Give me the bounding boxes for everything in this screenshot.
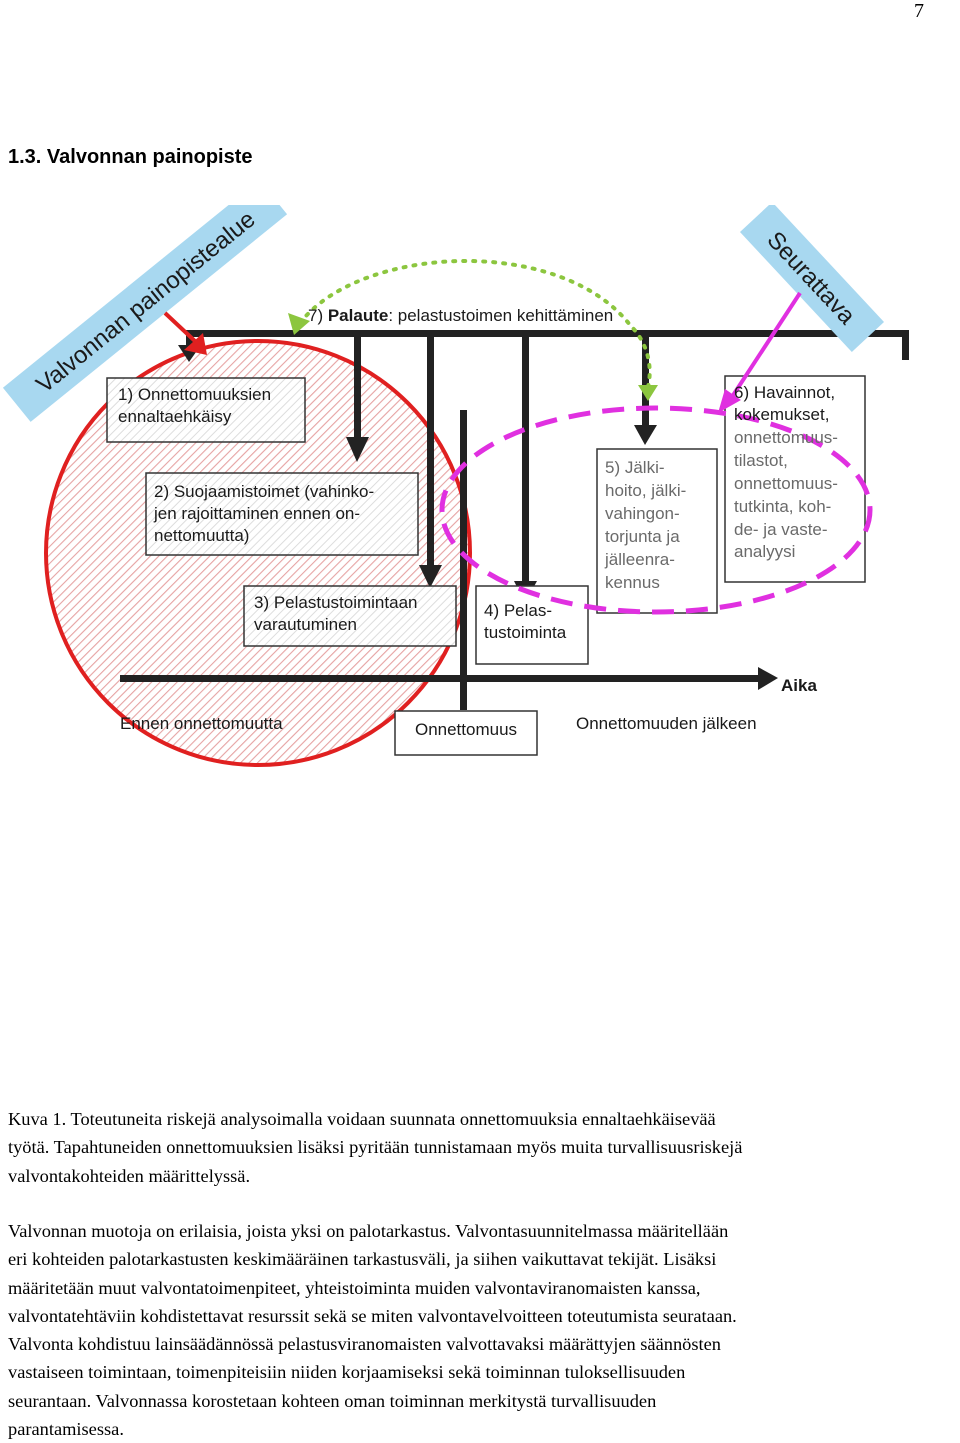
box-observations-text-secondary: onnettomuus- tilastot, onnettomuus- tutk… <box>734 428 843 561</box>
body-line: Valvonnan muotoja on erilaisia, joista y… <box>8 1221 729 1241</box>
box-observations-text-primary: 6) Havainnot, kokemukset, <box>734 383 840 424</box>
caption-line: Kuva 1. Toteutuneita riskejä analysoimal… <box>8 1109 716 1129</box>
followup-pointer-arrow <box>726 291 802 405</box>
box-rescue <box>475 585 589 665</box>
box-accident <box>394 710 538 756</box>
accident-line <box>460 410 467 710</box>
figure-caption: Kuva 1. Toteutuneita riskejä analysoimal… <box>8 1105 953 1190</box>
time-label: Aika <box>781 676 817 695</box>
feedback-label: 7) Palaute: pelastustoimen kehittäminen <box>308 306 613 325</box>
box-preparedness-text: 3) Pelastustoimintaan varautuminen <box>254 593 422 634</box>
box-preparedness <box>243 585 457 647</box>
time-axis-arrowhead <box>758 667 778 690</box>
caption-line: valvontakohteiden määrittelyssä. <box>8 1165 251 1186</box>
arrow-to-box3 <box>419 565 442 588</box>
body-line: parantamisessa. <box>8 1419 124 1440</box>
body-line: eri kohteiden palotarkastusten keskimäär… <box>8 1249 717 1270</box>
accident-label: Onnettomuus <box>415 720 517 739</box>
body-line: vastaiseen toimintaan, toimenpiteisiin n… <box>8 1362 686 1383</box>
box-observations <box>724 375 866 583</box>
arrow-to-box2 <box>346 437 369 462</box>
box-rescue-text: 4) Pelas- tustoiminta <box>484 601 567 642</box>
box-prevention-text: 1) Onnettomuuksien ennaltaehkäisy <box>118 385 276 426</box>
svg-text:Seurattava: Seurattava <box>761 226 860 330</box>
followup-ellipse <box>439 405 873 615</box>
body-line: valvontatehtäviin kohdistettavat resurss… <box>8 1305 737 1326</box>
page-number: 7 <box>914 0 924 22</box>
arrow-to-box5 <box>634 425 657 445</box>
box-prevention <box>106 377 306 443</box>
monitoring-focus-diagram: Valvonnan painopistealue Seurattava 7) P… <box>2 205 909 767</box>
body-paragraph: Valvonnan muotoja on erilaisia, joista y… <box>8 1217 953 1443</box>
body-line: määritetään muut valvontatoimenpiteet, y… <box>8 1277 701 1298</box>
followup-banner: Seurattava <box>739 205 885 352</box>
box-aftercare <box>596 448 718 614</box>
after-accident-label: Onnettomuuden jälkeen <box>576 714 757 733</box>
feedback-bar <box>190 330 908 337</box>
box-aftercare-text: 5) Jälki- hoito, jälki- vahingon- torjun… <box>604 458 691 592</box>
before-accident-label: Ennen onnettomuutta <box>120 714 283 733</box>
focus-pointer-arrow <box>163 311 199 345</box>
feedback-arc <box>298 259 652 389</box>
section-heading: 1.3. Valvonnan painopiste <box>8 146 253 168</box>
body-line: Valvonta kohdistuu lainsäädännössä pelas… <box>8 1334 721 1355</box>
box-protection-text: 2) Suojaamistoimet (vahinko- jen rajoitt… <box>153 482 379 545</box>
time-axis <box>120 675 760 682</box>
caption-line: työtä. Tapahtuneiden onnettomuuksien lis… <box>8 1137 743 1158</box>
feedback-arc-arrowhead-right <box>638 385 658 401</box>
box-protection <box>145 472 419 556</box>
body-line: seurantaan. Valvonnassa korostetaan koht… <box>8 1390 657 1411</box>
feedback-arc-arrowhead-left <box>288 313 310 335</box>
